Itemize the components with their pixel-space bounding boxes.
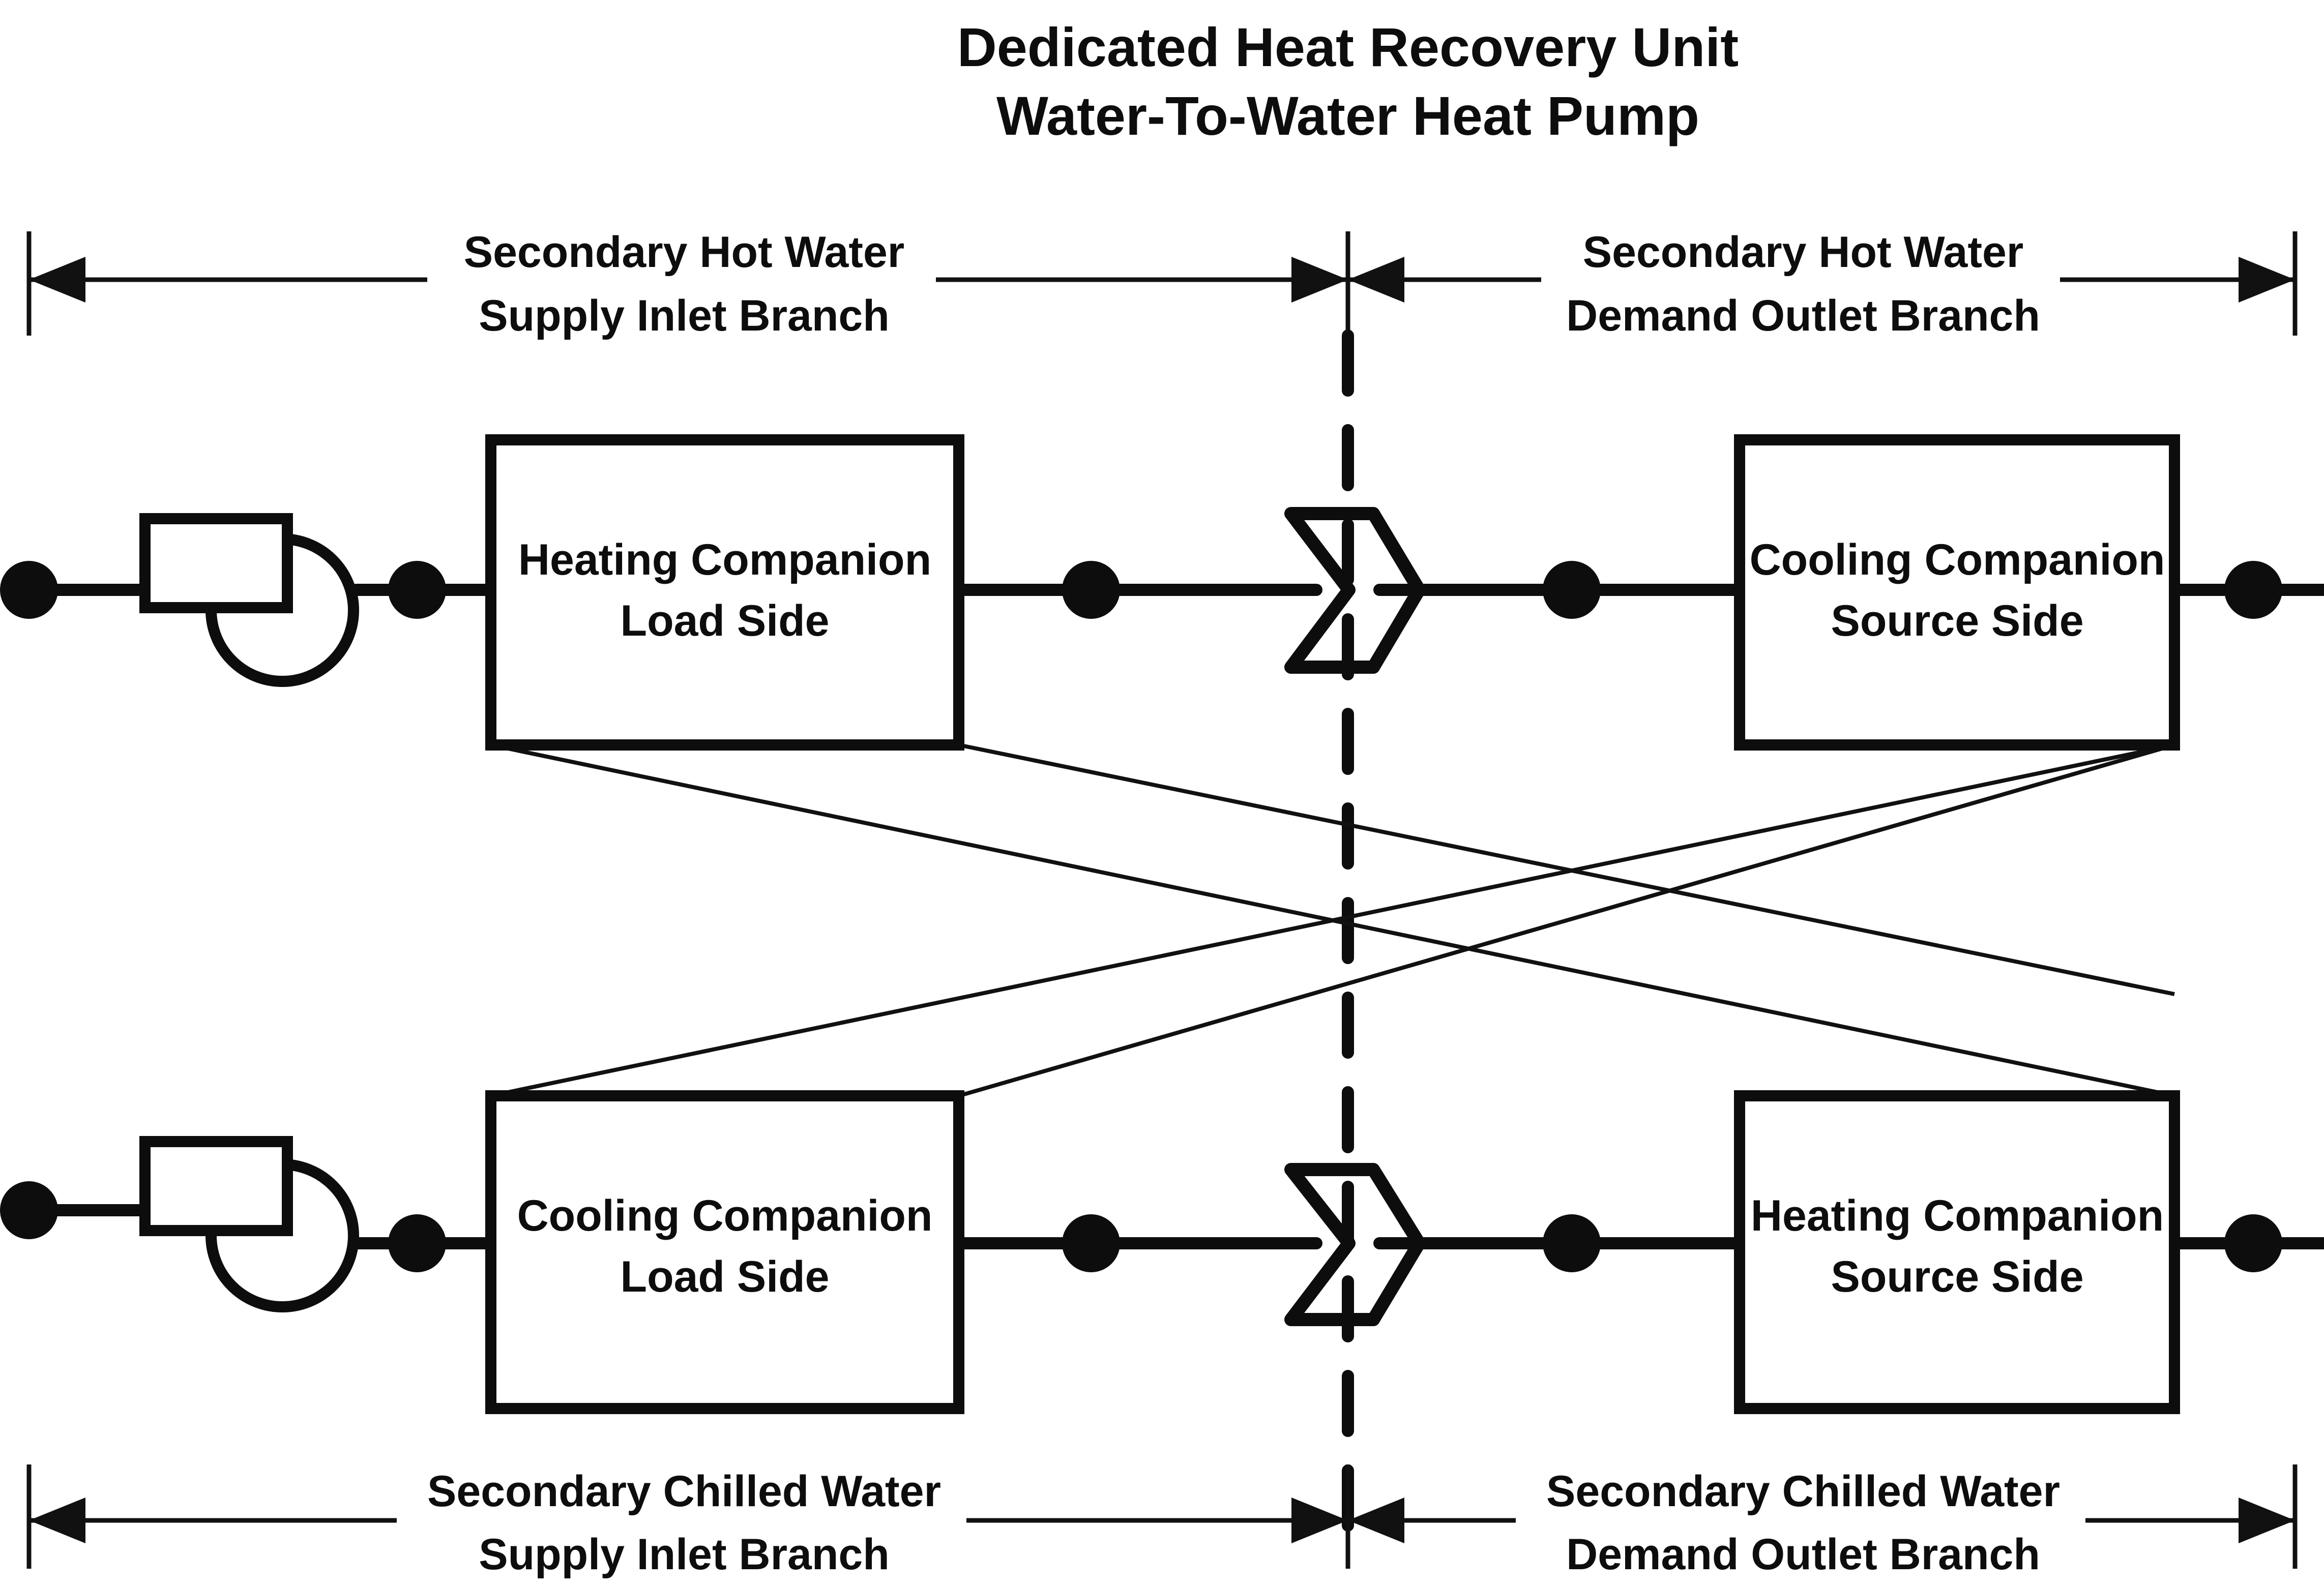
box-top-left-label-line2: Load Side <box>621 596 830 645</box>
dim-label-bottom-right-line2: Demand Outlet Branch <box>1566 1530 2040 1579</box>
bottom-branch-row: Cooling Companion Load Side Heating Comp… <box>0 1090 2324 1414</box>
check-valve-arrow-top <box>1284 507 1426 674</box>
box-top-right-label-line1: Cooling Companion <box>1750 535 2165 584</box>
dim-label-top-left-line2: Supply Inlet Branch <box>479 291 890 340</box>
dim-label-mask-bottom-left <box>397 1492 966 1548</box>
node-dot-bottom-outlet-terminal <box>2224 1214 2282 1272</box>
dim-label-bottom-left-line1: Secondary Chilled Water <box>427 1467 941 1516</box>
check-valve-inner-chevron-bottom <box>1367 1163 1426 1326</box>
dim-arrowhead-bottom-center-right <box>1348 1498 1404 1543</box>
box-top-left-label-line1: Heating Companion <box>518 535 931 584</box>
dim-arrowhead-bottom-far-right <box>2239 1498 2295 1543</box>
node-dot-top-pump-outlet <box>388 561 446 619</box>
box-bottom-left-label-line2: Load Side <box>621 1252 830 1301</box>
dim-label-bottom-right-line1: Secondary Chilled Water <box>1546 1467 2060 1516</box>
refrigerant-crossover-lines <box>490 743 2175 1098</box>
crossover-line-tr-to-bl <box>490 743 2175 1098</box>
dim-arrowhead-top-center-right <box>1348 257 1404 303</box>
node-dot-bottom-right-of-valve <box>1543 1214 1601 1272</box>
pump-symbol-top <box>139 513 359 687</box>
node-dot-bottom-pump-outlet <box>388 1214 446 1272</box>
pump-motor-box-bottom <box>139 1136 293 1236</box>
dim-label-mask-top-right <box>1541 252 2060 308</box>
dim-arrowhead-bottom-far-left <box>29 1498 85 1543</box>
box-bottom-right-label-line1: Heating Companion <box>1751 1191 2164 1240</box>
dim-label-top-right-line2: Demand Outlet Branch <box>1566 291 2040 340</box>
top-branch-row: Heating Companion Load Side Cooling Comp… <box>0 434 2324 751</box>
node-dot-top-left-of-valve <box>1062 561 1120 619</box>
diagram-title-line1: Dedicated Heat Recovery Unit <box>957 16 1739 78</box>
box-top-left-heating-load[interactable] <box>485 434 964 751</box>
node-dot-bottom-left-of-valve <box>1062 1214 1120 1272</box>
bottom-dimension-band: Secondary Chilled Water Supply Inlet Bra… <box>26 1464 2298 1579</box>
check-valve-arrow-bottom <box>1284 1163 1426 1326</box>
check-valve-outer-chevron-bottom <box>1284 1163 1380 1326</box>
node-dot-top-inlet-terminal <box>0 561 58 619</box>
box-bottom-left-label-line1: Cooling Companion <box>517 1191 933 1240</box>
dim-arrowhead-top-center-left <box>1291 257 1348 303</box>
pump-motor-box-top <box>139 513 293 613</box>
node-dot-top-right-of-valve <box>1543 561 1601 619</box>
box-bottom-left-cooling-load[interactable] <box>485 1090 964 1414</box>
box-top-right-cooling-source[interactable] <box>1734 434 2180 751</box>
dim-label-mask-bottom-right <box>1516 1492 2085 1548</box>
dim-label-mask-top-left <box>427 252 936 308</box>
diagram-title-line2: Water-To-Water Heat Pump <box>996 85 1699 146</box>
dim-arrowhead-top-far-left <box>29 257 85 303</box>
crossover-line-tl-right-to-br <box>958 743 2175 996</box>
check-valve-inner-chevron-top <box>1367 507 1426 674</box>
dim-label-top-left-line1: Secondary Hot Water <box>464 228 905 277</box>
dim-label-bottom-left-line2: Supply Inlet Branch <box>479 1530 890 1579</box>
box-bottom-right-label-line2: Source Side <box>1831 1252 2083 1301</box>
dim-arrowhead-top-far-right <box>2239 257 2295 303</box>
box-bottom-right-heating-source[interactable] <box>1734 1090 2180 1414</box>
crossover-line-bl-right-to-tr <box>958 743 2175 1098</box>
dim-label-top-right-line1: Secondary Hot Water <box>1583 228 2024 277</box>
check-valve-outer-chevron-top <box>1284 507 1380 674</box>
node-dot-bottom-inlet-terminal <box>0 1181 58 1239</box>
node-dot-top-outlet-terminal <box>2224 561 2282 619</box>
box-top-right-label-line2: Source Side <box>1831 596 2083 645</box>
dim-arrowhead-bottom-center-left <box>1291 1498 1348 1543</box>
pump-symbol-bottom <box>139 1136 359 1312</box>
top-dimension-band: Secondary Hot Water Supply Inlet Branch … <box>26 228 2298 340</box>
